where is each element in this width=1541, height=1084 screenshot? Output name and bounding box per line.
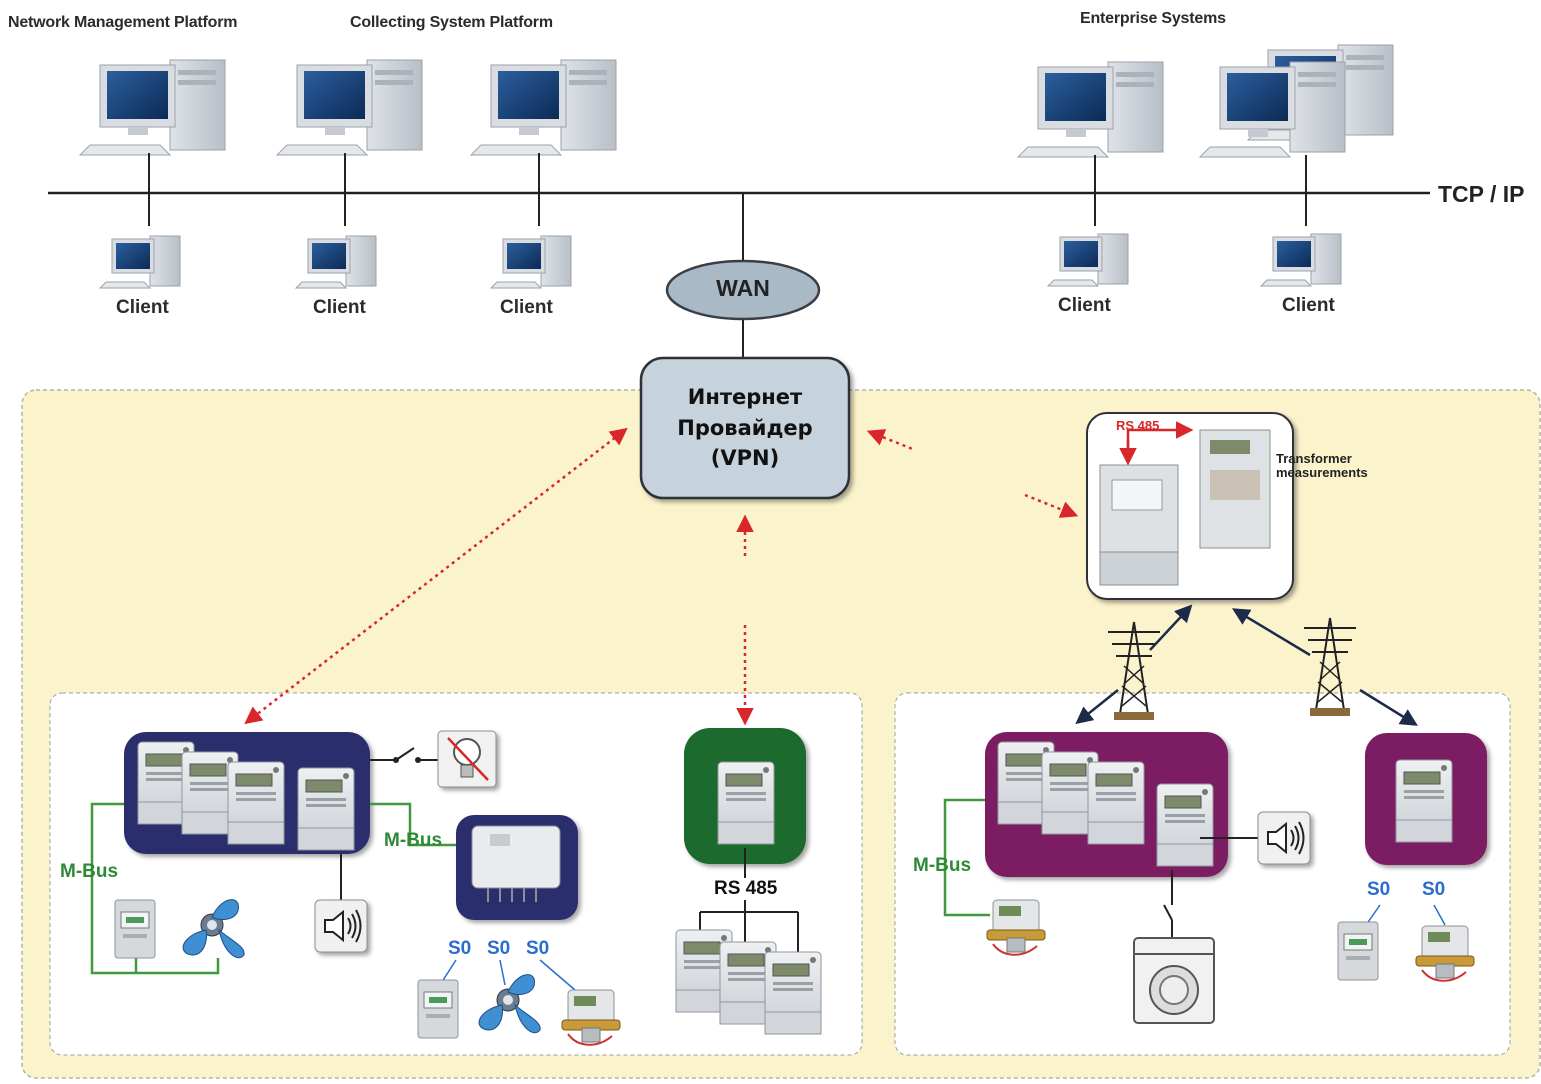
arrow-tower-to-transformer-1 [1149,604,1193,651]
server-enterprise-3 [1199,61,1346,158]
transformer-label: Transformer measurements [1276,452,1368,479]
rs485-bus [699,848,799,958]
backbone-drops [148,153,1307,358]
rs485-label: RS 485 [714,878,778,899]
header-network-management: Network Management Platform [8,14,238,31]
wan-label: WAN [716,275,770,301]
server-collecting-1 [276,59,423,156]
server-collecting-2 [470,59,617,156]
tcp-ip-label: TCP / IP [1438,181,1525,207]
gas-meter-right [1337,921,1379,981]
heat-meter-s0 [561,989,621,1046]
link-isp-left [244,427,628,725]
client-pc-1 [99,235,181,289]
isp-box [639,356,851,500]
washing-machine-icon [1133,937,1215,1024]
isp-line-3: (VPN) [710,446,780,471]
mbus-label-left: M-Bus [60,861,119,882]
link-isp-right-a [866,429,916,452]
siren-right [1258,812,1310,864]
bulb-icon [437,730,497,788]
arrow-tower-to-purple-2 [1359,688,1418,726]
mbus-label-mid: M-Bus [384,830,443,851]
mbus-line-right [943,798,990,917]
s0-label-4: S0 [1367,879,1391,900]
heat-meter-right [986,899,1046,956]
client-label-3: Client [500,297,553,318]
transformer-label-line-2: measurements [1276,464,1368,480]
isp-line-2: Провайдер [677,415,813,440]
client-pc-4 [1047,233,1129,287]
server-enterprise-1 [1017,61,1164,158]
transformer-label-line-1: Transformer [1276,451,1352,466]
header-enterprise-systems: Enterprise Systems [1080,10,1226,27]
client-label-4: Client [1058,295,1111,316]
client-pc-5 [1260,233,1342,287]
heat-meter-right-2 [1415,925,1475,982]
client-pc-2 [295,235,377,289]
siren-left [315,900,367,952]
isp-label: Интернет Провайдер (VPN) [641,358,849,498]
isp-line-1: Интернет [687,385,803,410]
mbus-line-mid [370,802,456,847]
gas-meter-left [114,899,156,959]
s0-label-5: S0 [1422,879,1446,900]
header-collecting-system: Collecting System Platform [350,14,553,31]
client-label-2: Client [313,297,366,318]
client-pc-3 [490,235,572,289]
transformer-rs485-label: RS 485 [1116,418,1160,433]
arrow-tower-to-transformer-2 [1231,608,1311,657]
gas-meter-s0 [417,979,459,1039]
client-label-5: Client [1282,295,1335,316]
wan-cloud [665,259,821,321]
mbus-line-left [90,802,220,975]
s0-label-1: S0 [448,938,472,959]
link-isp-right-b [1024,493,1079,518]
s0-label-2: S0 [487,938,511,959]
server-network-management [79,59,226,156]
mbus-label-right: M-Bus [913,855,972,876]
arrow-tower-to-purple-1 [1075,689,1119,725]
s0-label-3: S0 [526,938,550,959]
client-label-1: Client [116,297,169,318]
